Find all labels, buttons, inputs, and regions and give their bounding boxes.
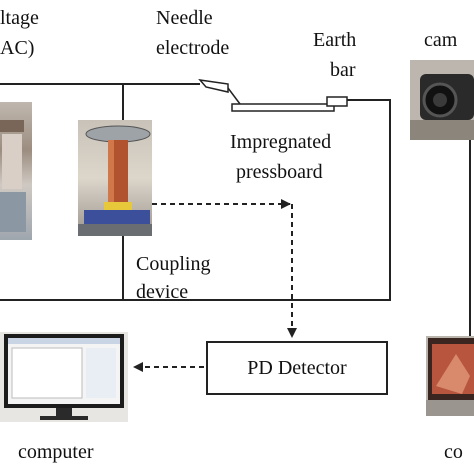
camera-photo xyxy=(410,60,474,140)
earth-bar-shape xyxy=(326,96,348,107)
coupling-label-line1: Coupling xyxy=(136,253,211,275)
impregnated-label-line1: Impregnated xyxy=(230,131,332,153)
earth-label-line1: Earth xyxy=(313,29,357,51)
camera-label: cam xyxy=(424,29,458,51)
bottom-right-label: co xyxy=(444,441,463,463)
needle-label-line1: Needle xyxy=(156,7,213,29)
needle-tip-wire xyxy=(227,87,241,105)
hv-source-photo xyxy=(0,102,32,240)
pd-detector-label: PD Detector xyxy=(247,356,347,379)
earth-wire xyxy=(0,99,391,301)
needle-label-line2: electrode xyxy=(156,37,230,59)
earth-label-line2: bar xyxy=(330,59,356,81)
computer-label: computer xyxy=(18,441,94,463)
pressboard-plate xyxy=(231,103,335,112)
pd-detector-box: PD Detector xyxy=(206,341,388,395)
voltage-label-line1: ltage xyxy=(0,7,39,29)
bottom-right-photo xyxy=(426,336,474,416)
voltage-label-line2: AC) xyxy=(0,37,35,59)
needle-electrode-shape xyxy=(198,78,229,93)
impregnated-label-line2: pressboard xyxy=(236,161,323,183)
coupling-device-photo xyxy=(78,120,152,236)
computer-photo xyxy=(0,332,128,422)
coupling-label-line2: device xyxy=(136,281,189,303)
